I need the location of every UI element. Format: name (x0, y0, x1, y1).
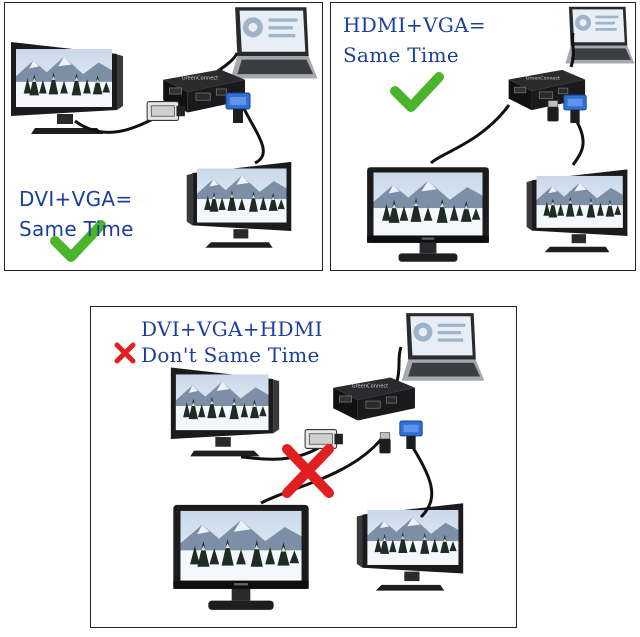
panel-dvi-vga-hdmi: DVI+VGA+HDMI Don't Same Time (90, 306, 517, 628)
left-monitor (367, 167, 489, 262)
adapter-box (333, 378, 415, 421)
hdmi-plug (379, 433, 390, 454)
vga-plug (400, 421, 422, 449)
laptop (402, 313, 484, 381)
laptop (231, 7, 318, 78)
vga-plug (564, 95, 586, 123)
small-cross-icon (114, 342, 136, 364)
vga-plug (226, 93, 250, 123)
panel-b-illustration (331, 3, 636, 271)
caption-line1: DVI+VGA+HDMI (141, 317, 323, 341)
laptop (565, 7, 634, 64)
panel-dvi-vga: DVI+VGA= Same Time (4, 2, 323, 271)
check-icon (390, 72, 444, 112)
right-monitor (187, 162, 292, 248)
dvi-plug (305, 430, 343, 449)
caption-line2: Same Time (19, 217, 134, 241)
caption-line2: Same Time (343, 43, 460, 67)
panel-c-illustration (114, 307, 517, 628)
bottom-left-monitor (173, 505, 308, 610)
left-monitor (11, 42, 123, 134)
top-left-monitor (171, 367, 279, 456)
cross-icon (282, 444, 334, 498)
right-monitor (527, 169, 628, 252)
caption-line1: DVI+VGA= (19, 187, 133, 211)
check-icon (50, 220, 106, 262)
panel-a-illustration (5, 3, 323, 262)
panel-hdmi-vga: HDMI+VGA= Same Time (330, 2, 636, 271)
hdmi-plug (547, 101, 558, 122)
caption-line1: HDMI+VGA= (343, 13, 486, 37)
caption-line2: Don't Same Time (141, 343, 320, 367)
bottom-right-monitor (357, 503, 463, 590)
